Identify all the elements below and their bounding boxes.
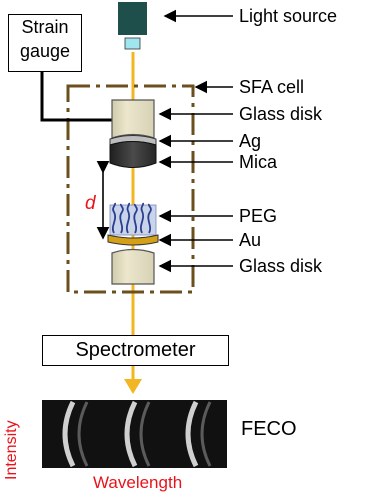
beam-arrowhead [124, 379, 142, 394]
strain-gauge-box: Strain gauge [8, 14, 82, 72]
feco-fringe-faint [200, 401, 212, 467]
sfa-cell-label: SFA cell [239, 77, 305, 97]
ag-label: Ag [239, 131, 262, 151]
bottom-glass-disk-icon [111, 248, 155, 285]
feco-fringe-faint [77, 401, 89, 467]
strain-gauge-connector [40, 70, 112, 122]
peg-label: PEG [239, 206, 278, 226]
feco-fringe-faint [139, 401, 151, 467]
distance-label: d [85, 193, 96, 214]
strain-gauge-label-line2: gauge [19, 41, 71, 61]
mica-label: Mica [239, 152, 278, 172]
spectrometer-box: Spectrometer [42, 335, 229, 366]
feco-fringe-image [42, 400, 227, 468]
light-source-icon [118, 2, 147, 35]
feco-fringe [185, 400, 199, 468]
sfa-cell-outline [66, 84, 195, 294]
light-source-label: Light source [239, 6, 338, 26]
au-label: Au [239, 230, 262, 250]
peg-brushes-icon [109, 202, 157, 236]
feco-fringe [62, 400, 76, 468]
glass-disk-top-label: Glass disk [239, 104, 323, 124]
feco-fringe [124, 400, 138, 468]
au-layer-icon [107, 234, 159, 246]
light-source-nozzle-icon [124, 37, 141, 50]
feco-label: FECO [241, 418, 297, 440]
spectrometer-label: Spectrometer [75, 339, 196, 361]
intensity-axis-label: Intensity [3, 420, 20, 480]
strain-gauge-label-line1: Strain [21, 17, 69, 37]
top-glass-disk-icon [111, 99, 155, 139]
wavelength-axis-label: Wavelength [93, 473, 183, 492]
mica-icon [109, 141, 157, 168]
pointer-arrows [158, 9, 233, 273]
glass-disk-bottom-label: Glass disk [239, 256, 323, 276]
